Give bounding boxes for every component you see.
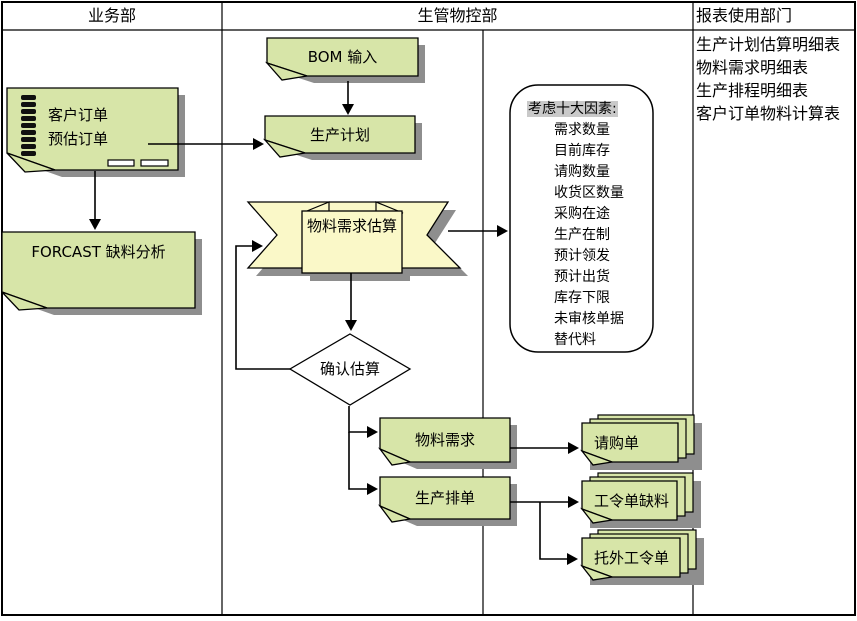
factor-item: 未审核单据	[554, 311, 624, 327]
bom-input-shape	[264, 37, 425, 83]
order-bar-icon	[140, 159, 169, 167]
material-estimate-label: 物料需求估算	[306, 217, 397, 235]
factor-item: 替代料	[554, 332, 596, 348]
arrow-schedule-to-outsourced-work-order	[539, 502, 578, 565]
forecast-analysis-body	[1, 231, 196, 309]
confirm-estimate-diamond	[288, 333, 412, 406]
outsourced-work-order-body	[581, 537, 681, 578]
production-schedule-label: 生产排单	[414, 489, 475, 507]
material-requirement-label: 物料需求	[414, 431, 475, 449]
production-schedule-fold	[378, 504, 413, 523]
bom-input-label: BOM 输入	[307, 48, 378, 66]
outsourced-work-order-label: 托外工令单	[594, 548, 670, 567]
work-order-shortage-body	[581, 480, 678, 521]
factor-item: 需求数量	[554, 122, 610, 138]
factor-item: 预计领发	[554, 248, 610, 264]
lane-header-production-control: 生管物控部	[417, 6, 498, 26]
ten-factors-panel	[509, 84, 654, 353]
outsourced-work-order-fold	[580, 564, 615, 581]
ten-factors-title: 考虑十大因素:	[527, 101, 618, 117]
ten-factors-block: 考虑十大因素: 需求数量 目前库存 请购数量 收货区数量 采购在途 生产在制 预…	[527, 99, 645, 351]
factor-item: 预计出货	[554, 269, 610, 285]
production-plan-label: 生产计划	[309, 125, 370, 144]
arrow-orders-to-plan	[148, 138, 264, 150]
comb-binding-icon	[21, 95, 36, 156]
report-list-item: 生产计划估算明细表	[696, 35, 841, 54]
factor-item: 采购在途	[554, 206, 610, 222]
factor-item: 生产在制	[554, 227, 610, 243]
production-plan-shape	[262, 115, 422, 160]
report-list-item: 物料需求明细表	[696, 58, 809, 77]
forecast-order-line: 预估订单	[48, 130, 109, 148]
arrow-decision-to-material-requirement	[348, 406, 378, 438]
customer-orders-label: 客户订单 预估订单	[48, 103, 108, 151]
bom-input-fold	[264, 61, 308, 81]
arrow-decision-loop-to-banner	[235, 240, 290, 370]
lane-header-report-users: 报表使用部门	[696, 6, 793, 26]
customer-orders-shape	[6, 87, 185, 177]
forecast-analysis-fold	[1, 291, 48, 311]
connectors	[89, 81, 579, 565]
bom-input-body	[266, 37, 419, 77]
arrow-material-requirement-to-purchase-requisition	[510, 442, 579, 454]
material-estimate-banner	[246, 201, 468, 281]
arrow-banner-to-factors	[448, 225, 508, 237]
purchase-requisition-label: 请购单	[594, 433, 640, 452]
production-plan-body	[264, 115, 416, 154]
purchase-requisition-body	[581, 422, 679, 463]
production-plan-fold	[262, 138, 306, 158]
forecast-analysis-shape	[1, 231, 202, 315]
factor-item: 目前库存	[554, 143, 610, 159]
factor-item: 请购数量	[554, 164, 610, 180]
banner-center-panel	[301, 210, 403, 274]
work-order-shortage-label: 工令单缺料	[594, 491, 670, 510]
report-list: 生产计划估算明细表 物料需求明细表 生产排程明细表 客户订单物料计算表	[696, 33, 856, 125]
arrow-schedule-to-work-order-shortage	[510, 496, 579, 508]
order-bar-icon	[107, 159, 135, 167]
customer-orders-body	[6, 87, 179, 171]
purchase-requisition-stack	[580, 414, 702, 470]
arrow-decision-to-production-schedule	[348, 432, 378, 495]
material-requirement-body	[379, 417, 511, 463]
report-list-item: 客户订单物料计算表	[696, 104, 841, 123]
forecast-analysis-label: FORCAST 缺料分析	[31, 243, 166, 261]
production-schedule-shape	[378, 476, 517, 526]
material-requirement-fold	[378, 447, 413, 466]
factor-item: 库存下限	[554, 290, 610, 306]
material-requirement-shape	[378, 417, 517, 469]
confirm-estimate-label: 确认估算	[319, 360, 380, 378]
work-order-shortage-stack	[580, 472, 701, 528]
customer-order-line: 客户订单	[48, 106, 109, 124]
outsourced-work-order-stack	[580, 529, 704, 585]
arrow-bom-to-plan	[342, 81, 354, 115]
purchase-requisition-fold	[580, 449, 615, 466]
lane-header-business: 业务部	[87, 6, 136, 26]
customer-orders-fold	[6, 152, 56, 173]
arrow-orders-to-forecast	[89, 171, 101, 230]
production-schedule-body	[379, 476, 511, 520]
factor-item: 收货区数量	[554, 185, 624, 201]
work-order-shortage-fold	[580, 507, 615, 524]
arrow-banner-to-decision	[345, 273, 357, 331]
report-list-item: 生产排程明细表	[696, 81, 809, 100]
